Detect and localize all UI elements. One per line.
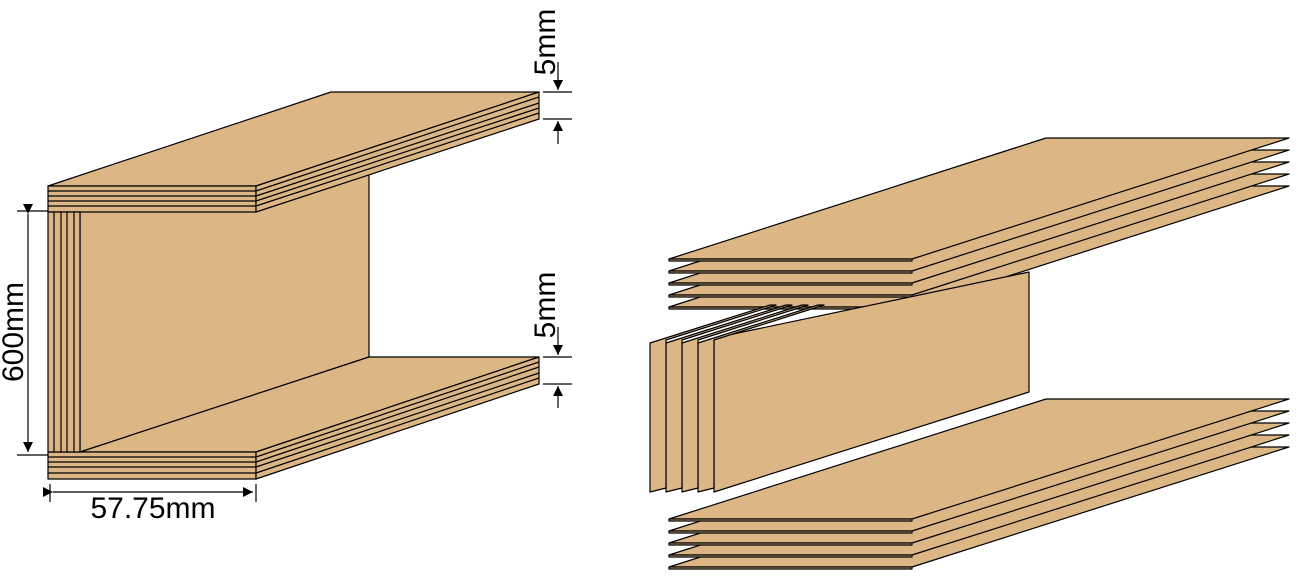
ply-edge xyxy=(668,566,913,570)
ply-edge xyxy=(668,518,913,522)
ply-sheet xyxy=(649,304,777,493)
ply-sheet xyxy=(697,304,825,493)
assembled-channel xyxy=(47,91,540,480)
ply-edge xyxy=(668,258,913,262)
ply-edge xyxy=(668,554,913,558)
ply-edge xyxy=(668,530,913,534)
ply-edge xyxy=(668,282,913,286)
lamination-lines xyxy=(48,96,540,474)
ply-sheet xyxy=(665,304,793,493)
dimension-lines xyxy=(17,62,572,502)
bottom-flange-side-face xyxy=(255,356,540,480)
ply-edge xyxy=(668,542,913,546)
flange-width-label: 57.75mm xyxy=(90,492,215,525)
ply-sheet xyxy=(681,304,809,493)
exploded-web xyxy=(649,271,1030,493)
ply-edge xyxy=(668,270,913,274)
exploded-bottom-flange xyxy=(668,398,1290,570)
top-thickness-label: 5mm xyxy=(529,9,562,76)
bottom-thickness-label: 5mm xyxy=(529,272,562,339)
exploded-top-flange xyxy=(668,137,1290,310)
web-height-label: 600mm xyxy=(0,282,30,382)
ply-edge xyxy=(668,294,913,298)
web-edge-face xyxy=(47,211,81,453)
top-flange-side-face xyxy=(255,91,540,213)
bottom-flange-front-face xyxy=(47,451,257,480)
top-flange-front-face xyxy=(47,185,257,213)
